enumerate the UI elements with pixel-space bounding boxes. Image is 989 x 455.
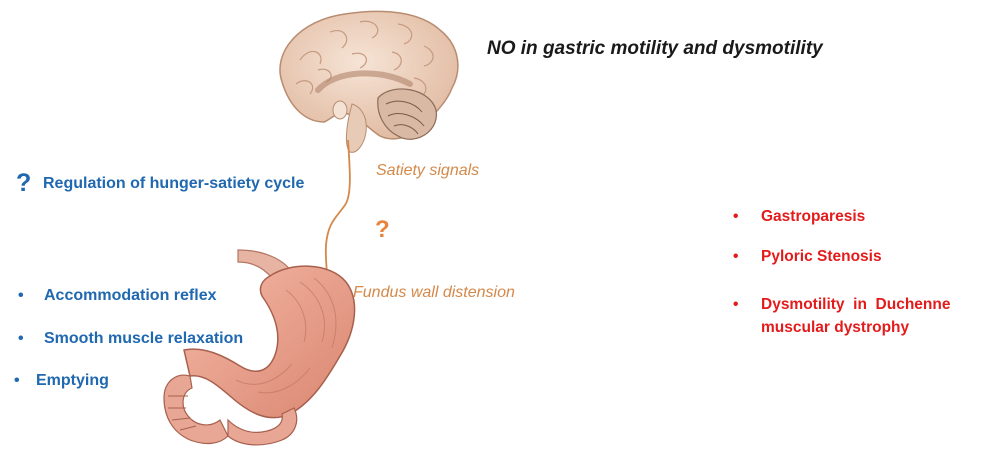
- list-item-label: Smooth muscle relaxation: [44, 330, 243, 347]
- list-item: •Accommodation reflex: [18, 287, 216, 305]
- nerve-connection: [326, 140, 350, 290]
- bullet: •: [733, 208, 755, 226]
- list-item: •Smooth muscle relaxation: [18, 330, 243, 348]
- bullet: •: [733, 296, 755, 314]
- satiety-signals-label: Satiety signals: [376, 162, 479, 180]
- list-item: •Emptying: [14, 372, 109, 390]
- regulation-label: Regulation of hunger-satiety cycle: [43, 175, 304, 193]
- question-mark-blue: ?: [16, 169, 31, 198]
- list-item: • Pyloric Stenosis: [733, 248, 882, 266]
- brain-illustration: [280, 11, 458, 152]
- list-item-label: Gastroparesis: [761, 208, 865, 225]
- bullet: •: [18, 287, 40, 305]
- list-item-label: Pyloric Stenosis: [761, 248, 882, 265]
- list-item: • Gastroparesis: [733, 208, 865, 226]
- list-item-continuation: muscular dystrophy: [761, 319, 909, 337]
- list-item-label: Dysmotility in Duchenne: [761, 296, 950, 313]
- page-title: NO in gastric motility and dysmotility: [487, 38, 823, 60]
- bullet: •: [18, 330, 40, 348]
- list-item-label: Accommodation reflex: [44, 287, 216, 304]
- question-mark-orange: ?: [375, 216, 390, 244]
- bullet: •: [14, 372, 36, 390]
- list-item: • Dysmotility in Duchenne: [733, 296, 950, 314]
- fundus-distension-label: Fundus wall distension: [353, 284, 515, 302]
- list-item-label: Emptying: [36, 372, 109, 389]
- bullet: •: [733, 248, 755, 266]
